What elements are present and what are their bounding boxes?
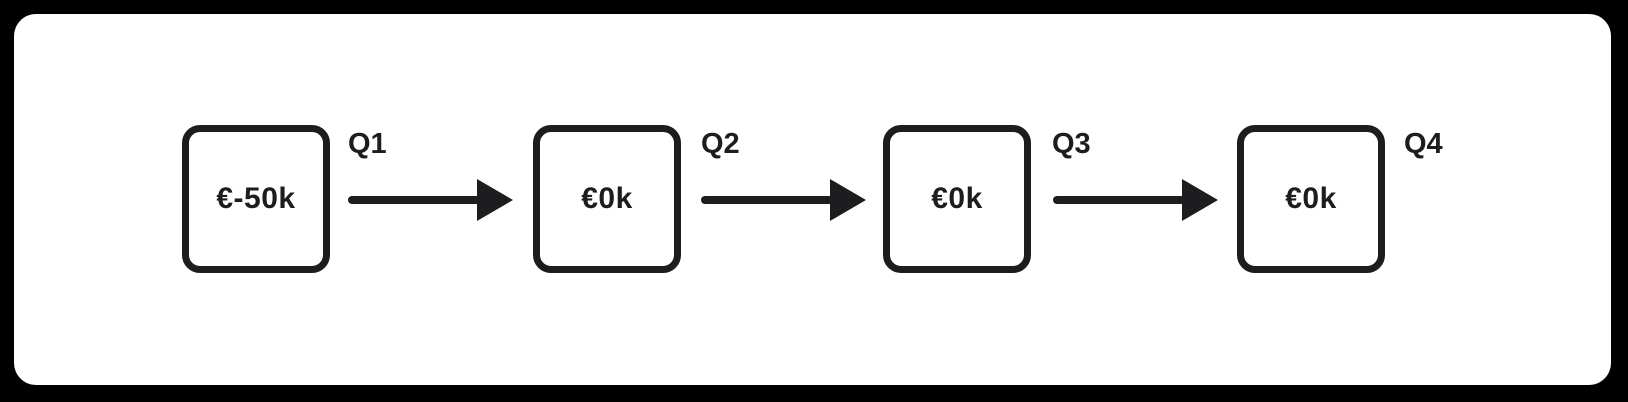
- arrow-head-icon: [830, 179, 866, 221]
- arrow-shaft: [1053, 196, 1185, 204]
- flow-node-q1[interactable]: €-50k: [182, 125, 330, 273]
- flow-node-q4[interactable]: €0k: [1237, 125, 1385, 273]
- node-value: €-50k: [216, 182, 296, 215]
- node-value: €0k: [1285, 182, 1337, 215]
- quarter-label-q4: Q4: [1404, 128, 1443, 160]
- quarter-label-q2: Q2: [701, 128, 740, 160]
- flow-node-q2[interactable]: €0k: [533, 125, 681, 273]
- arrow-head-icon: [477, 179, 513, 221]
- arrow-q3-q4[interactable]: [1053, 179, 1218, 221]
- node-value: €0k: [581, 182, 633, 215]
- arrow-q1-q2[interactable]: [348, 179, 513, 221]
- flow-node-q3[interactable]: €0k: [883, 125, 1031, 273]
- arrow-shaft: [701, 196, 833, 204]
- node-value: €0k: [931, 182, 983, 215]
- arrow-q2-q3[interactable]: [701, 179, 866, 221]
- arrow-shaft: [348, 196, 480, 204]
- quarter-label-q1: Q1: [348, 128, 387, 160]
- quarter-label-q3: Q3: [1052, 128, 1091, 160]
- arrow-head-icon: [1182, 179, 1218, 221]
